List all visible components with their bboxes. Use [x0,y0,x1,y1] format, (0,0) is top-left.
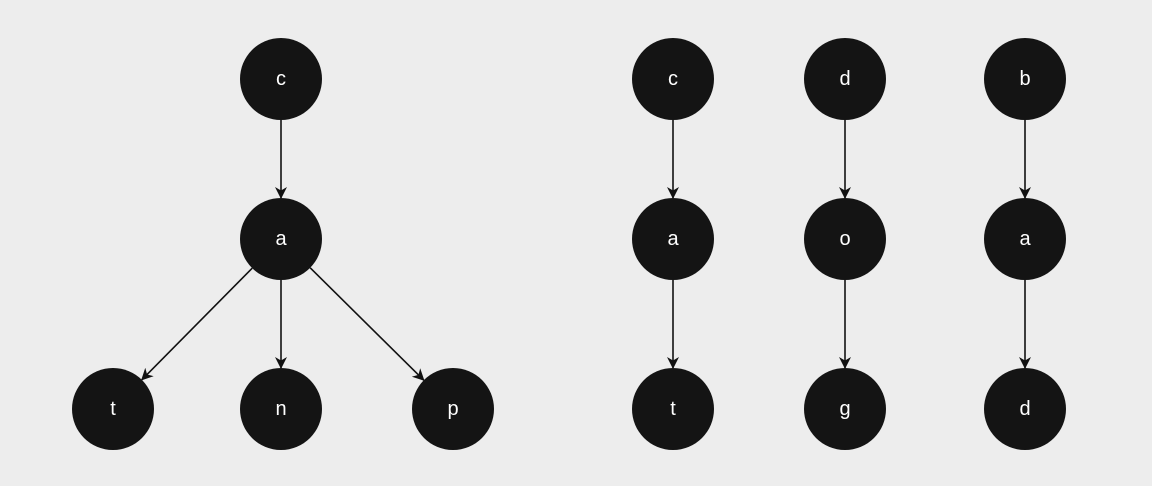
node-c2-g: g [804,368,886,450]
node-circle [804,368,886,450]
node-label: c [276,68,286,90]
node-l-n: n [240,368,322,450]
node-l-a: a [240,198,322,280]
edges-layer [141,120,1031,381]
node-circle [412,368,494,450]
node-circle [632,198,714,280]
node-label: o [839,228,850,250]
chain-bad: b a d [984,38,1066,450]
node-circle [632,368,714,450]
chain-cat: c a t [632,38,714,450]
node-label: g [839,398,850,420]
edge-arrow [309,267,425,381]
chain-dog: d o g [804,38,886,450]
node-c1-c: c [632,38,714,120]
node-circle [240,38,322,120]
node-label: t [670,398,676,420]
node-circle [984,38,1066,120]
node-c2-d: d [804,38,886,120]
node-label: p [447,398,458,420]
node-circle [632,38,714,120]
node-circle [240,368,322,450]
node-circle [240,198,322,280]
node-l-c: c [240,38,322,120]
node-label: b [1019,68,1030,90]
node-label: d [839,68,850,90]
node-label: a [1019,228,1031,250]
node-l-t: t [72,368,154,450]
node-label: a [275,228,287,250]
edge-arrow [141,267,253,381]
node-label: t [110,398,116,420]
node-c3-d: d [984,368,1066,450]
node-c3-b: b [984,38,1066,120]
node-l-p: p [412,368,494,450]
node-label: c [668,68,678,90]
node-c1-a: a [632,198,714,280]
node-c2-o: o [804,198,886,280]
node-label: d [1019,398,1030,420]
node-circle [804,38,886,120]
nodes-layer: c a t n p c a t d o g b a d [72,38,1066,450]
node-circle [984,198,1066,280]
tree-cat-can-cap: c a t n p [72,38,494,450]
node-circle [984,368,1066,450]
node-circle [72,368,154,450]
node-label: n [275,398,286,420]
node-label: a [667,228,679,250]
node-c3-a: a [984,198,1066,280]
node-c1-t: t [632,368,714,450]
node-circle [804,198,886,280]
